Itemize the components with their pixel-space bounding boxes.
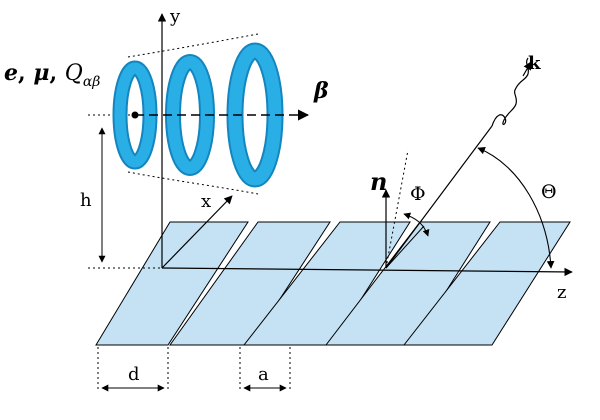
wave-vector-line <box>385 125 493 269</box>
d-label: d <box>128 364 140 385</box>
z-axis <box>161 267 573 277</box>
photon-wave-icon <box>491 57 530 127</box>
z-axis-label: z <box>557 282 566 303</box>
normal-label: n <box>370 167 387 196</box>
k-label: k <box>528 53 541 74</box>
h-label: h <box>80 190 92 211</box>
theta-angle-arc <box>477 147 555 269</box>
x-axis <box>161 195 233 269</box>
separator: , <box>49 60 64 86</box>
magnetic-moment-label: μ <box>33 60 49 86</box>
theta-label: Θ <box>541 181 557 203</box>
a-label: a <box>258 364 269 385</box>
electric-charge-label: e <box>4 60 18 86</box>
separator: , <box>18 60 33 86</box>
beam-center-dot <box>131 111 139 119</box>
grating-strip <box>95 221 249 346</box>
guide-lines <box>88 33 409 392</box>
beta-label: β <box>313 78 329 104</box>
y-axis-label: y <box>169 6 181 27</box>
phi-angle-arc <box>403 212 430 237</box>
phi-label: Φ <box>410 183 426 205</box>
charges-label: e, μ, Qαβ <box>4 60 100 90</box>
grating-strips <box>95 221 571 346</box>
x-axis-label: x <box>201 191 211 212</box>
k-vector-arrow <box>522 61 532 77</box>
axes <box>157 13 573 277</box>
quadrupole-subscript: αβ <box>83 74 101 90</box>
quadrupole-label: Q <box>65 61 83 86</box>
